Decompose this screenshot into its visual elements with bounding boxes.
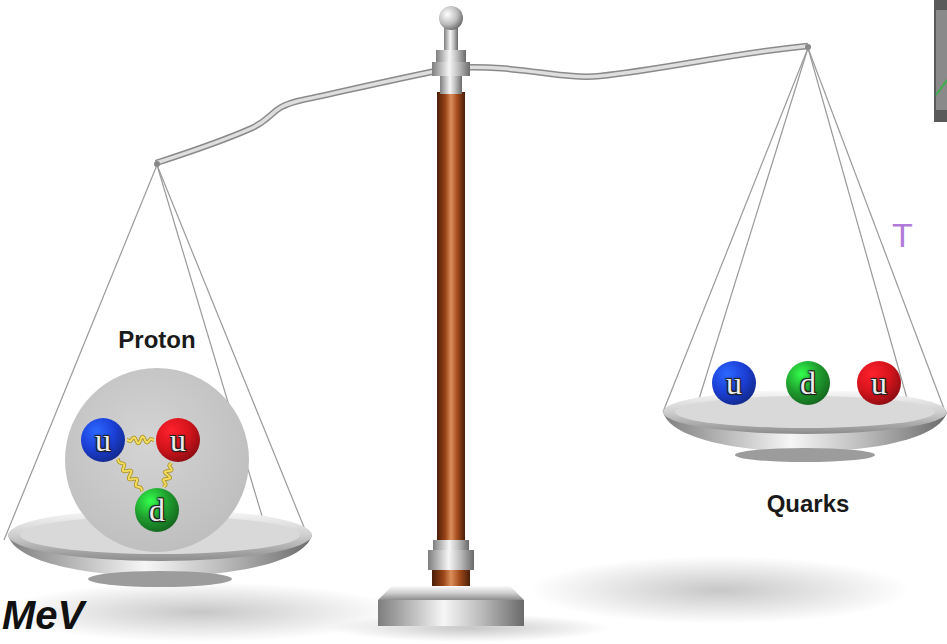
quark-flavor: u bbox=[95, 424, 111, 456]
particle-name: Proton bbox=[65, 326, 249, 355]
scale-pillar bbox=[378, 6, 524, 626]
quark-ball: d bbox=[135, 488, 179, 532]
quark-ball: u bbox=[857, 361, 901, 405]
quark-ball: u bbox=[81, 418, 125, 462]
unit-label: MeV bbox=[2, 592, 84, 638]
gluon-line bbox=[127, 437, 154, 444]
photo-corner bbox=[934, 0, 947, 122]
proton-circle: Protonuud bbox=[65, 368, 249, 552]
pan-label: Quarks bbox=[767, 490, 850, 518]
quark-ball: d bbox=[786, 361, 830, 405]
quark-flavor: d bbox=[800, 367, 816, 399]
quark-ball: u bbox=[156, 418, 200, 462]
gluon-outline bbox=[127, 437, 154, 444]
quark-flavor: u bbox=[726, 367, 742, 399]
gluon-group bbox=[127, 437, 154, 444]
quark-flavor: u bbox=[170, 424, 186, 456]
scale-beam bbox=[154, 44, 811, 167]
quark-flavor: u bbox=[871, 367, 887, 399]
heading-fragment: T bbox=[892, 216, 913, 255]
quark-ball: u bbox=[712, 361, 756, 405]
quark-flavor: d bbox=[149, 494, 165, 526]
